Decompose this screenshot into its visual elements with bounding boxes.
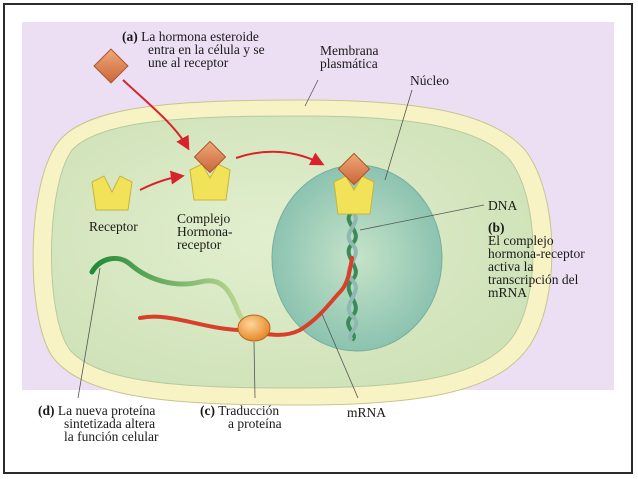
step-b-line-4: transcripción del [488, 272, 579, 287]
membrane-line-2: plasmática [320, 56, 378, 71]
step-d-line-1: La nueva proteína [57, 403, 156, 418]
hormone-receptor-complex [189, 140, 231, 201]
step-c-line-1: Traducción [218, 403, 280, 418]
step-d-letter: (d) [38, 403, 55, 418]
complex-line-2: Hormona- [177, 224, 233, 239]
step-b-line-1: El complejo [488, 233, 554, 248]
label-step-b: (b) El complejo hormona-receptor activa … [488, 220, 585, 300]
step-a-line-1: La hormona esteroide [141, 29, 259, 44]
membrane-line-1: Membrana [320, 43, 379, 58]
step-a-letter: (a) [122, 29, 138, 44]
complex-line-3: receptor [177, 237, 222, 252]
arrow-receptor-to-complex [139, 170, 185, 191]
complex-line-1: Complejo [177, 211, 231, 226]
label-mrna: mRNA [347, 405, 387, 420]
receptor-shape [91, 175, 133, 211]
label-dna: DNA [488, 198, 518, 213]
leader-dna [359, 204, 485, 231]
leader-nucleus [384, 89, 413, 181]
step-b-letter: (b) [488, 220, 505, 235]
step-a-line-3: une al receptor [148, 55, 229, 70]
ribosome [237, 314, 271, 342]
step-b-line-5: mRNA [488, 285, 528, 300]
label-step-a: (a) La hormona esteroide entra en la cél… [122, 29, 265, 70]
label-step-c: (c) Traducción a proteína [200, 403, 282, 431]
leader-membrane [304, 79, 319, 107]
step-c-line-2: a proteína [228, 416, 282, 431]
leader-step-d [77, 267, 101, 399]
leader-step-c [253, 341, 256, 399]
dna-helix [346, 210, 359, 342]
complex-on-dna [333, 152, 375, 215]
arrow-complex-to-nucleus [235, 150, 325, 166]
step-b-line-3: activa la [488, 259, 534, 274]
step-d-line-3: la función celular [64, 429, 159, 444]
step-b-line-2: hormona-receptor [488, 246, 585, 261]
label-membrane: Membrana plasmática [320, 43, 379, 71]
arrow-hormone-entry [122, 79, 190, 151]
hormone-free [93, 48, 129, 84]
step-a-line-2: entra en la célula y se [148, 42, 265, 57]
step-c-letter: (c) [200, 403, 215, 418]
label-step-d: (d) La nueva proteína sintetizada altera… [38, 403, 159, 444]
step-d-line-2: sintetizada altera [64, 416, 156, 431]
mrna-strand [138, 256, 354, 337]
leader-mrna [321, 313, 359, 399]
label-receptor: Receptor [89, 219, 138, 234]
label-complex: Complejo Hormona- receptor [177, 211, 233, 252]
label-nucleus: Núcleo [410, 73, 449, 88]
new-protein [89, 255, 255, 329]
